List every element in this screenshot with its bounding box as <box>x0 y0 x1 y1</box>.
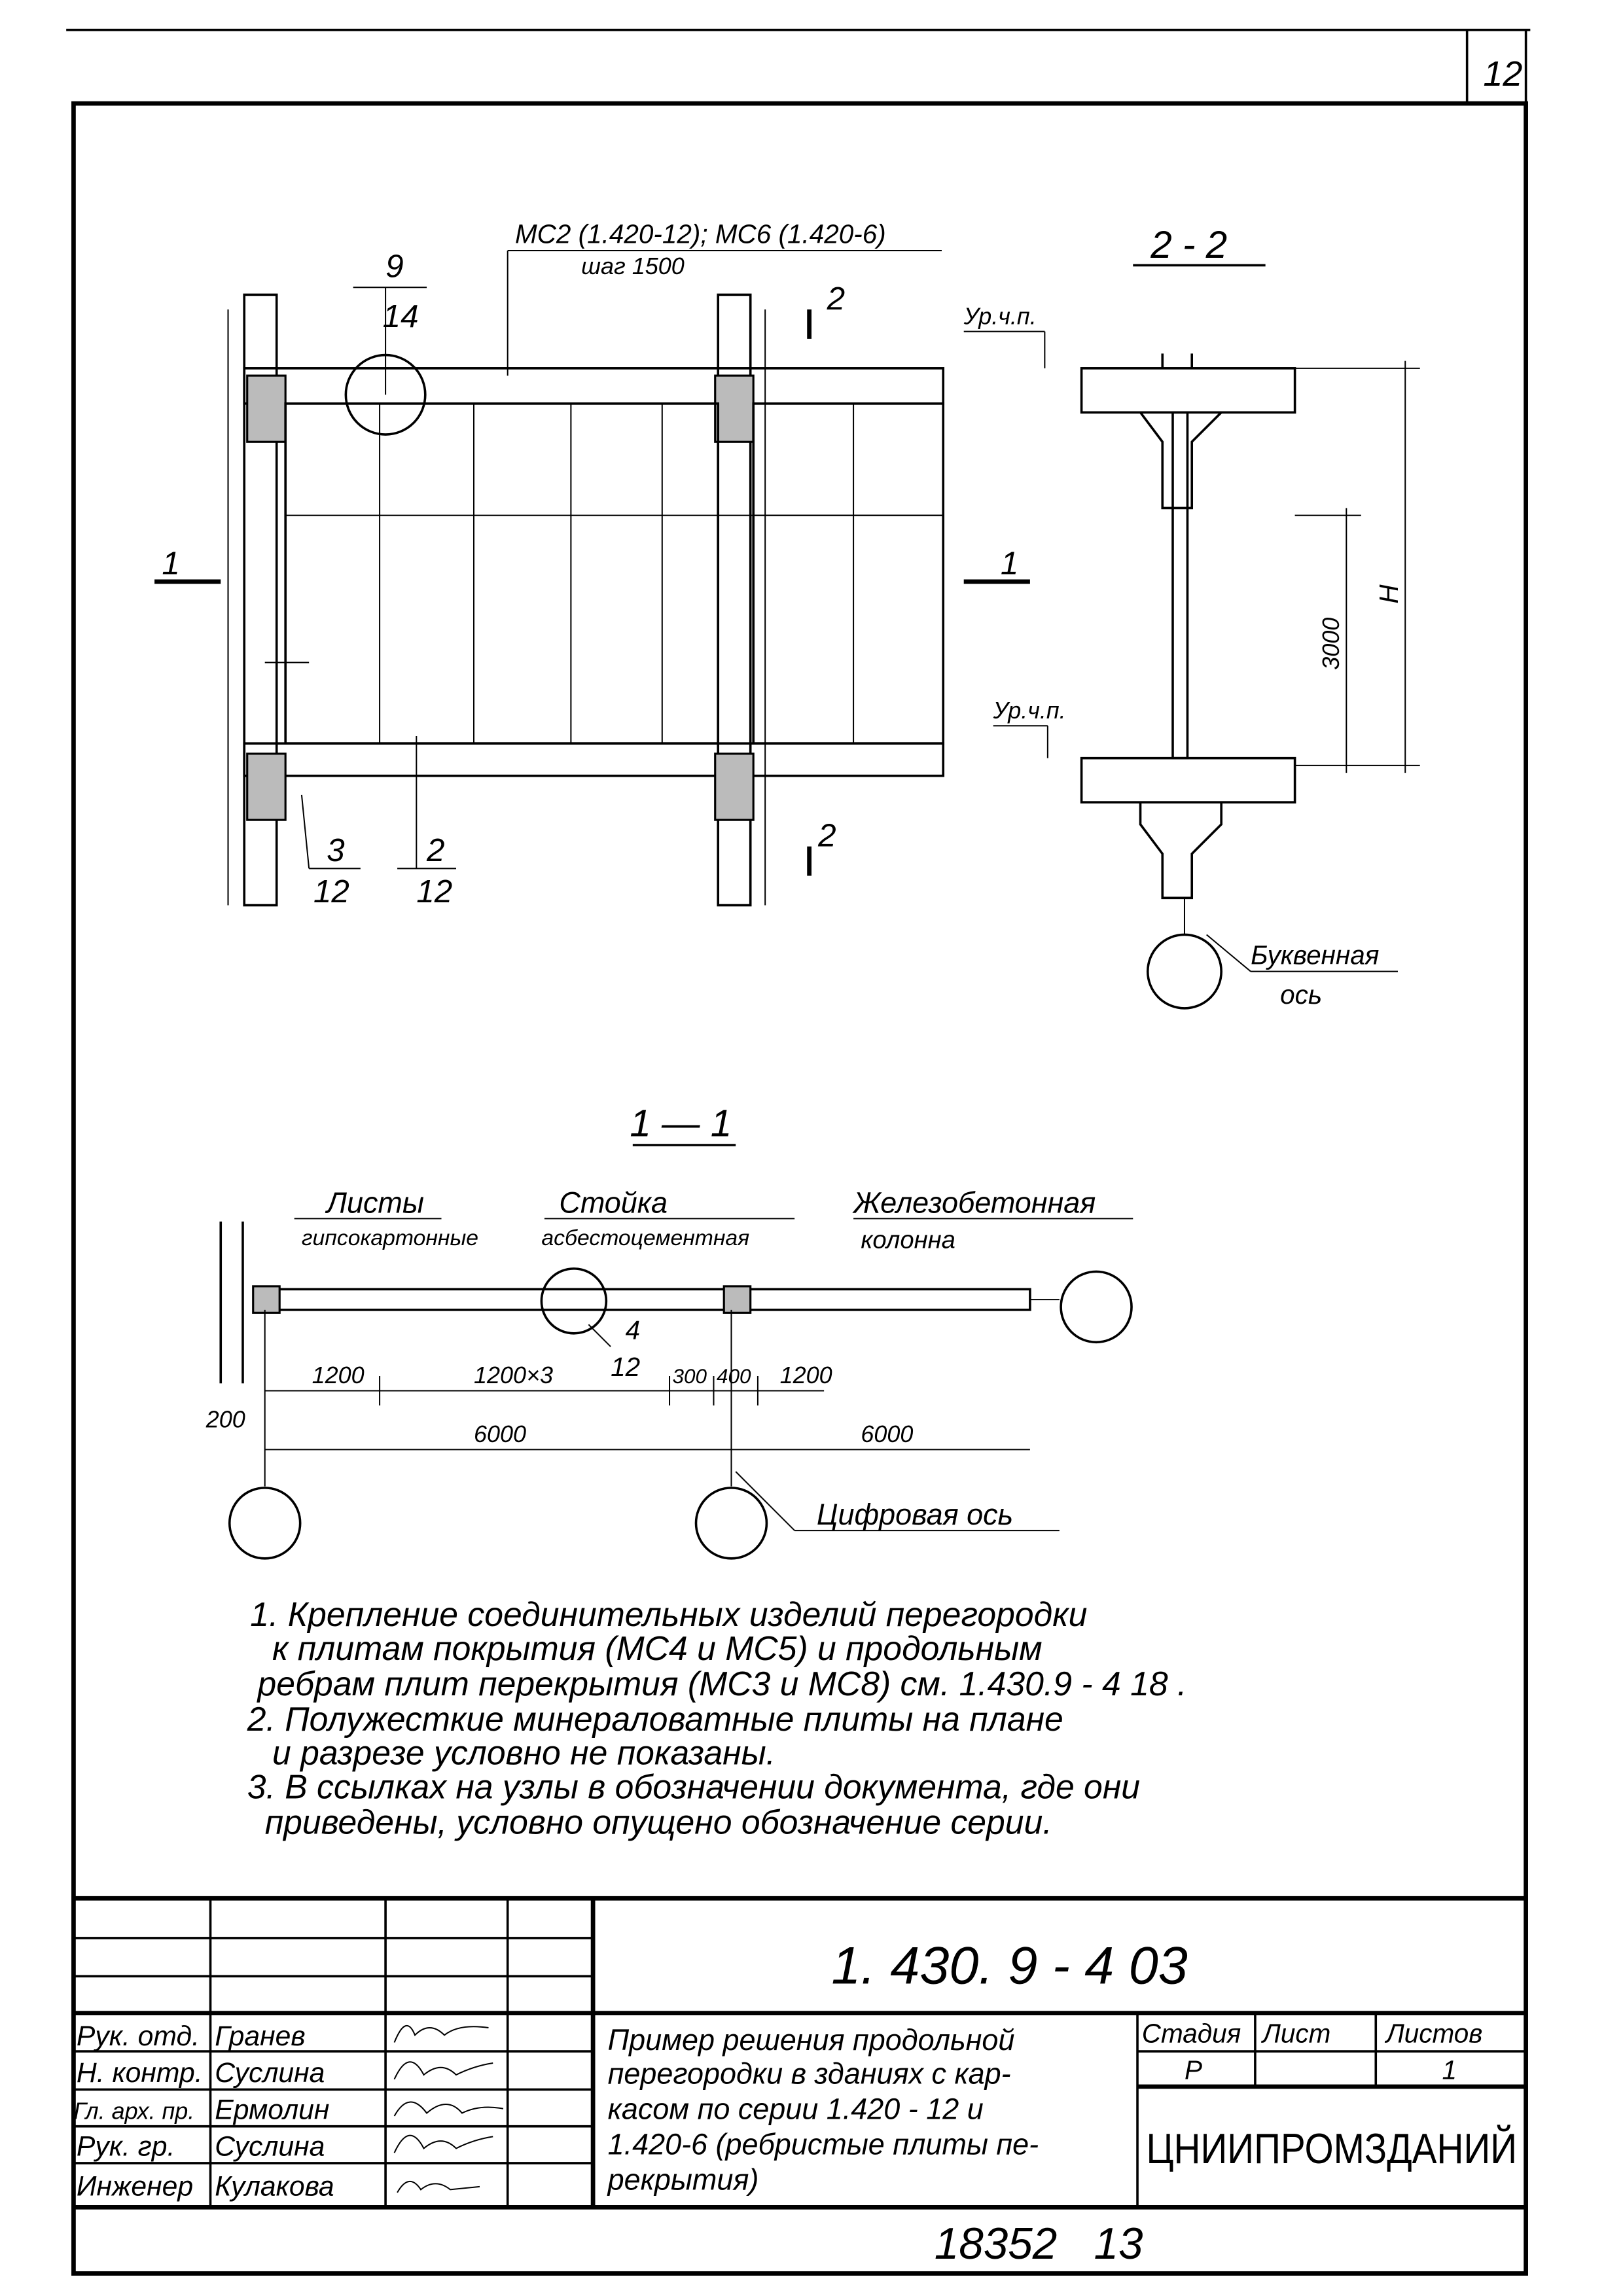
document-code: 1. 430. 9 - 4 03 <box>831 1937 1187 1996</box>
staff-rows: Рук. отд. Гранев Н. контр. Суслина Гл. а… <box>73 2021 334 2202</box>
floor-level-top: Ур.ч.п. <box>963 302 1037 329</box>
node-ref-bl-sheet: 12 <box>313 874 349 910</box>
axis-label-digit: Цифровая ось <box>817 1498 1013 1531</box>
description-line: 1.420-6 (ребристые плиты пе- <box>608 2127 1039 2161</box>
section-1-1-title: 1 — 1 <box>630 1103 732 1145</box>
section-mark-2-top: 2 <box>827 281 846 317</box>
dim-1200-b: 1200 <box>780 1362 832 1388</box>
section-1-1-drawing <box>219 1144 1133 1560</box>
footer-number: 18352 13 <box>935 2219 1143 2269</box>
description-line: Пример решения продольной <box>608 2023 1015 2057</box>
staff-name: Суслина <box>215 2131 325 2163</box>
sheets-header: Листов <box>1384 2019 1482 2049</box>
description-line: перегородки в зданиях с кар- <box>608 2057 1011 2090</box>
node-ref-bl-num: 3 <box>327 832 345 868</box>
staff-name: Суслина <box>215 2057 325 2089</box>
staff-role: Инженер <box>77 2170 193 2202</box>
label-sheets-1: Листы <box>325 1186 424 1219</box>
staff-role: Н. контр. <box>77 2057 203 2089</box>
note-line: к плитам покрытия (МС4 и МС5) и продольн… <box>272 1629 1043 1667</box>
label-column-1: Железобетонная <box>852 1186 1096 1219</box>
title-block <box>73 1896 1526 2210</box>
stage-value: Р <box>1185 2055 1202 2085</box>
dim-3000: 3000 <box>1317 618 1344 670</box>
organization: ЦНИИПРОМЗДАНИЙ <box>1147 2125 1518 2172</box>
node-ref-bm-num: 2 <box>426 832 445 868</box>
connector-pitch: шаг 1500 <box>581 253 685 279</box>
label-post-2: асбестоцементная <box>541 1226 749 1250</box>
node-ref-4-sheet: 12 <box>611 1352 640 1382</box>
dim-1200-a: 1200 <box>312 1362 365 1388</box>
staff-name: Ермолин <box>215 2094 329 2125</box>
staff-role: Гл. арх. пр. <box>73 2097 194 2124</box>
node-ref-top-sheet: 14 <box>383 298 419 334</box>
dim-height: H <box>1374 584 1404 604</box>
description: Пример решения продольной перегородки в … <box>607 2023 1039 2197</box>
note-line: 1. Крепление соединительных изделий пере… <box>250 1595 1087 1633</box>
note-line: приведены, условно опущено обозначение с… <box>265 1803 1052 1841</box>
dim-200: 200 <box>205 1406 245 1433</box>
node-ref-4-num: 4 <box>626 1315 641 1345</box>
sheet-header: Лист <box>1260 2019 1330 2049</box>
staff-role: Рук. отд. <box>77 2021 200 2052</box>
dim-300: 300 <box>673 1365 707 1388</box>
dim-1200x3: 1200×3 <box>474 1362 553 1388</box>
section-2-2-drawing <box>963 264 1420 1010</box>
staff-role: Рук. гр. <box>77 2131 175 2163</box>
node-ref-top-num: 9 <box>385 248 404 284</box>
stage-header: Стадия <box>1142 2019 1241 2049</box>
sheet-number: 12 <box>1483 54 1522 94</box>
section-mark-2-bottom: 2 <box>817 818 836 854</box>
note-line: 2. Полужесткие минераловатные плиты на п… <box>247 1700 1063 1738</box>
dim-400: 400 <box>717 1365 751 1388</box>
section-mark-1-right: 1 <box>1001 546 1019 582</box>
label-post-1: Стойка <box>559 1186 668 1219</box>
node-ref-bm-sheet: 12 <box>416 874 452 910</box>
note-line: ребрам плит перекрытия (МС3 и МС8) см. 1… <box>256 1665 1186 1703</box>
sheets-value: 1 <box>1442 2055 1457 2085</box>
connector-label: МС2 (1.420-12); МС6 (1.420-6) <box>515 219 886 249</box>
signatures <box>393 2024 504 2193</box>
axis-label-letter-2: ось <box>1280 980 1322 1010</box>
label-sheets-2: гипсокартонные <box>302 1226 478 1250</box>
label-column-2: колонна <box>861 1226 955 1254</box>
sheet-frame <box>66 28 1531 2276</box>
note-line: 3. В ссылках на узлы в обозначении докум… <box>247 1767 1140 1805</box>
section-mark-1-left: 1 <box>162 546 180 582</box>
description-line: рекрытия) <box>607 2163 759 2196</box>
staff-name: Кулакова <box>215 2170 334 2202</box>
axis-label-letter-1: Буквенная <box>1251 940 1379 970</box>
note-line: и разрезе условно не показаны. <box>272 1734 776 1772</box>
plan-view <box>154 249 1030 907</box>
notes: 1. Крепление соединительных изделий пере… <box>247 1595 1187 1841</box>
floor-level-bottom: Ур.ч.п. <box>993 697 1066 724</box>
description-line: касом по серии 1.420 - 12 и <box>608 2092 984 2125</box>
dim-6000-b: 6000 <box>861 1421 913 1447</box>
dim-6000-a: 6000 <box>474 1421 526 1447</box>
staff-name: Гранев <box>215 2021 305 2052</box>
section-2-2-title: 2 - 2 <box>1150 224 1227 266</box>
